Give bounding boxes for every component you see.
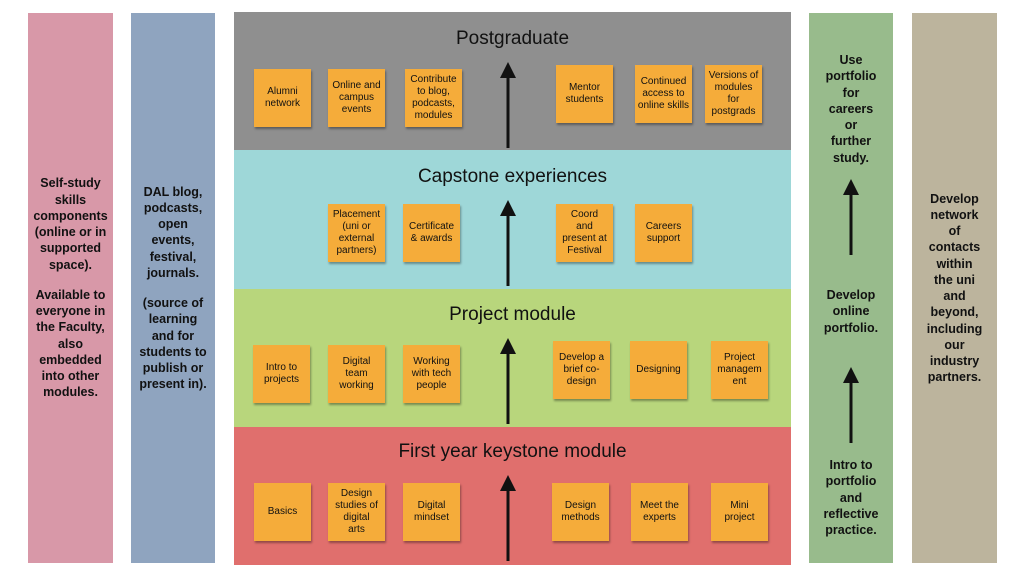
note-versions-of-modules: Versions of modules for postgrads xyxy=(705,65,762,123)
note-mentor-students: Mentor students xyxy=(556,65,613,123)
note-design-studies: Design studies of digital arts xyxy=(328,483,385,541)
band-capstone: Capstone experiences Placement (uni or e… xyxy=(234,150,791,289)
network-column: Develop network of contacts within the u… xyxy=(912,13,997,563)
portfolio-column: Use portfolio for careers or further stu… xyxy=(809,13,893,563)
note-intro-to-projects: Intro to projects xyxy=(253,345,310,403)
note-contribute-blog: Contribute to blog, podcasts, modules xyxy=(405,69,462,127)
band-title-first-year-keystone: First year keystone module xyxy=(398,441,627,462)
portfolio-middle-text: Develop online portfolio. xyxy=(823,288,879,335)
note-alumni-network: Alumni network xyxy=(254,69,311,127)
note-digital-mindset: Digital mindset xyxy=(403,483,460,541)
dal-column: DAL blog, podcasts, open events, festiva… xyxy=(131,13,215,563)
up-arrow-icon xyxy=(843,179,859,255)
portfolio-bottom-text: Intro to portfolio and reflective practi… xyxy=(823,458,879,537)
note-online-campus-events: Online and campus events xyxy=(328,69,385,127)
self-study-text: Self-study skills components (online or … xyxy=(33,176,108,272)
note-placement: Placement (uni or external partners) xyxy=(328,204,385,262)
self-study-column: Self-study skills components (online or … xyxy=(28,13,113,563)
portfolio-top-text: Use portfolio for careers or further stu… xyxy=(825,53,877,165)
dal-source-text: (source of learning and for students to … xyxy=(139,296,207,392)
band-postgraduate: Postgraduate Alumni network Online and c… xyxy=(234,12,791,150)
band-title-capstone: Capstone experiences xyxy=(417,166,608,187)
up-arrow-icon xyxy=(843,367,859,443)
note-working-tech-people: Working with tech people xyxy=(403,345,460,403)
dal-text: DAL blog, podcasts, open events, festiva… xyxy=(143,184,203,280)
note-meet-the-experts: Meet the experts xyxy=(631,483,688,541)
note-careers-support: Careers support xyxy=(635,204,692,262)
up-arrow-icon xyxy=(500,62,516,148)
note-certificate-awards: Certificate & awards xyxy=(403,204,460,262)
note-digital-team-working: Digital team working xyxy=(328,345,385,403)
band-first-year-keystone: First year keystone module Basics Design… xyxy=(234,427,791,565)
network-text: Develop network of contacts within the u… xyxy=(926,191,983,385)
up-arrow-icon xyxy=(500,475,516,561)
band-title-project-module: Project module xyxy=(449,304,576,325)
note-mini-project: Mini project xyxy=(711,483,768,541)
up-arrow-icon xyxy=(500,338,516,424)
band-project-module: Project module Intro to projects Digital… xyxy=(234,289,791,427)
note-develop-brief: Develop a brief co- design xyxy=(553,341,610,399)
note-design-methods: Design methods xyxy=(552,483,609,541)
band-title-postgraduate: Postgraduate xyxy=(455,28,570,49)
self-study-availability-text: Available to everyone in the Faculty, al… xyxy=(35,287,106,400)
note-designing: Designing xyxy=(630,341,687,399)
note-basics: Basics xyxy=(254,483,311,541)
up-arrow-icon xyxy=(500,200,516,286)
note-project-management: Project managem ent xyxy=(711,341,768,399)
note-coord-present-festival: Coord and present at Festival xyxy=(556,204,613,262)
note-continued-access: Continued access to online skills xyxy=(635,65,692,123)
